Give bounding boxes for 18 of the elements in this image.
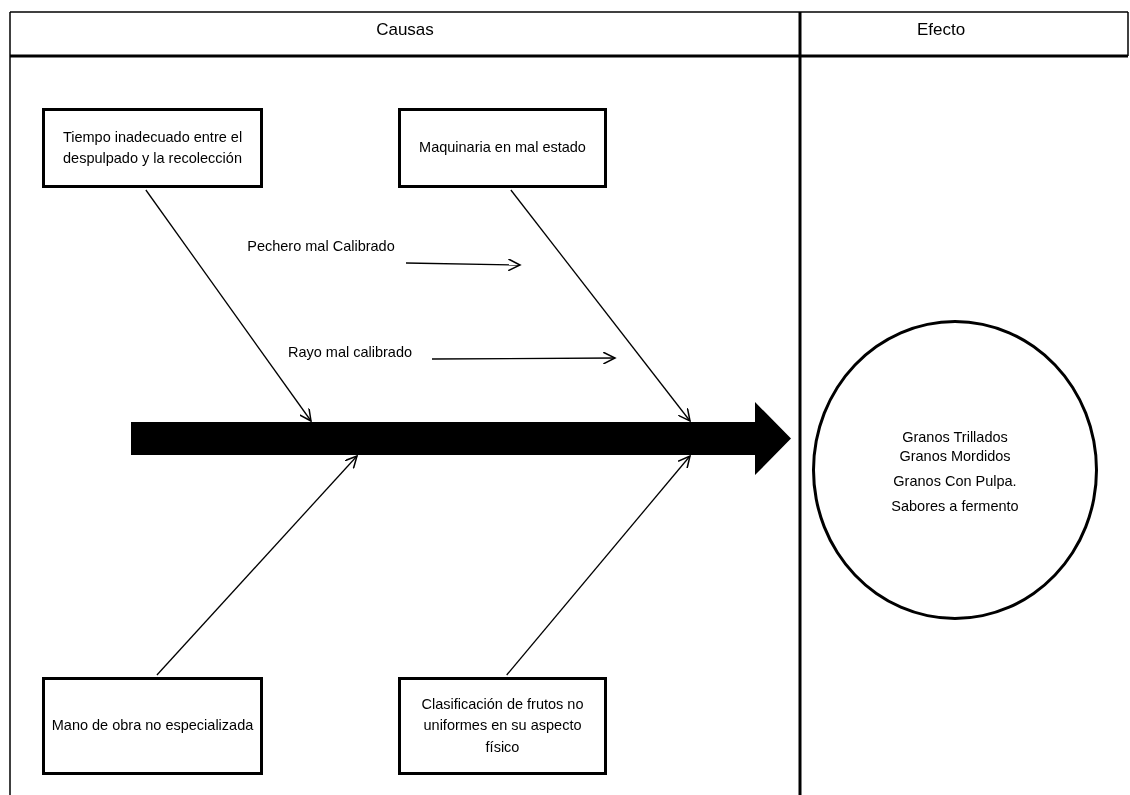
sub-cause-label: Pechero mal Calibrado bbox=[236, 236, 406, 258]
sub-cause-label: Rayo mal calibrado bbox=[268, 342, 432, 364]
cause-arrow bbox=[145, 189, 312, 422]
cause-box: Clasificación de frutos no uniformes en su aspecto físico bbox=[398, 677, 607, 775]
cause-arrow bbox=[156, 455, 358, 676]
cause-box: Maquinaria en mal estado bbox=[398, 108, 607, 188]
effect-text: Granos Trillados bbox=[902, 428, 1008, 447]
column-header: Efecto bbox=[915, 20, 967, 40]
cause-box: Mano de obra no especializada bbox=[42, 677, 263, 775]
cause-arrow bbox=[510, 189, 691, 422]
cause-arrow bbox=[405, 258, 521, 272]
effect-text: Granos Con Pulpa. bbox=[893, 471, 1017, 491]
cause-box: Tiempo inadecuado entre el despulpado y la recolección bbox=[42, 108, 263, 188]
cause-arrow bbox=[506, 455, 691, 676]
cause-arrow bbox=[431, 351, 616, 365]
column-header: Causas bbox=[375, 20, 435, 40]
effect-text: Granos Mordidos bbox=[899, 446, 1011, 466]
effect-text: Sabores a fermento bbox=[891, 496, 1019, 516]
